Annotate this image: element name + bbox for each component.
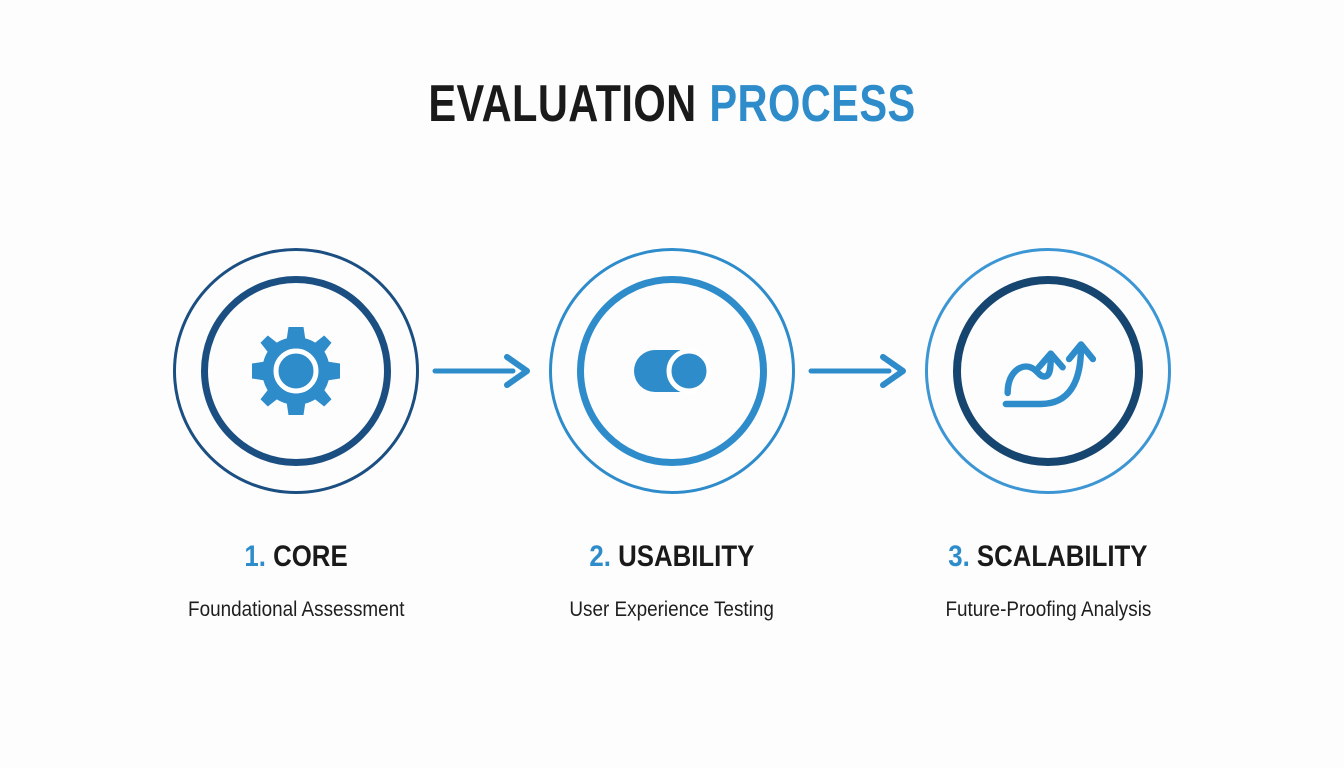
gear-icon bbox=[241, 316, 351, 426]
process-step-1[interactable]: 1. CORE Foundational Assessment bbox=[145, 248, 447, 620]
step-3-number: 3. bbox=[948, 540, 970, 573]
page-title-primary: EVALUATION bbox=[428, 75, 697, 133]
growth-arrows-icon bbox=[993, 316, 1103, 426]
process-step-2[interactable]: 2. USABILITY User Experience Testing bbox=[521, 248, 823, 620]
step-2-number: 2. bbox=[589, 540, 612, 573]
arrow-1-2 bbox=[431, 248, 537, 494]
step-3-title: SCALABILITY bbox=[977, 540, 1148, 573]
step-1-subtitle: Foundational Assessment bbox=[187, 598, 405, 621]
toggle-switch-icon bbox=[617, 316, 727, 426]
step-1-number: 1. bbox=[244, 540, 266, 573]
step-3-inner-ring bbox=[953, 276, 1143, 466]
step-1-title: CORE bbox=[273, 540, 348, 573]
step-3-outer-ring bbox=[925, 248, 1171, 494]
process-step-3[interactable]: 3. SCALABILITY Future-Proofing Analysis bbox=[897, 248, 1199, 620]
step-2-title: USABILITY bbox=[618, 540, 755, 573]
step-2-badge bbox=[549, 248, 795, 494]
step-1-label: 1. CORE bbox=[244, 542, 347, 572]
step-3-badge bbox=[925, 248, 1171, 494]
step-3-subtitle: Future-Proofing Analysis bbox=[945, 598, 1151, 621]
page-title-accent: PROCESS bbox=[709, 75, 916, 133]
step-1-badge bbox=[173, 248, 419, 494]
step-2-subtitle: User Experience Testing bbox=[569, 598, 775, 621]
step-2-label: 2. USABILITY bbox=[590, 542, 755, 572]
step-1-inner-ring bbox=[201, 276, 391, 466]
step-3-label: 3. SCALABILITY bbox=[948, 542, 1147, 572]
step-1-outer-ring bbox=[173, 248, 419, 494]
step-2-outer-ring bbox=[549, 248, 795, 494]
arrow-2-3 bbox=[807, 248, 913, 494]
process-steps: 1. CORE Foundational Assessment bbox=[0, 248, 1344, 620]
step-2-inner-ring bbox=[577, 276, 767, 466]
